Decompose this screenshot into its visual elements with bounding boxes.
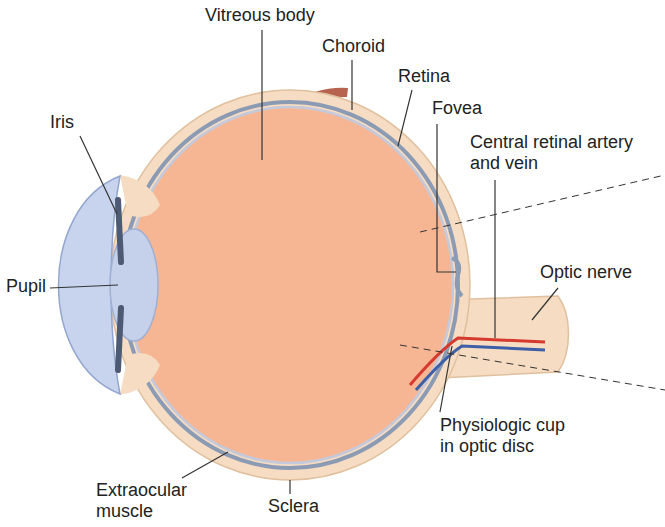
retinal-artery	[410, 338, 545, 385]
part-label: Sclera	[268, 496, 319, 517]
iris-shape	[118, 200, 121, 262]
part-label: Retina	[398, 66, 450, 87]
leader-line	[494, 180, 495, 338]
leader-line	[437, 124, 456, 272]
leader-line	[289, 480, 290, 494]
leader-line	[440, 346, 452, 412]
visual-axis-line	[400, 345, 665, 390]
sclera-shape	[110, 90, 470, 480]
part-label: Iris	[50, 112, 74, 133]
leader-line	[50, 285, 118, 288]
part-label: Choroid	[322, 36, 385, 57]
part-label: Physiologic cup in optic disc	[440, 415, 580, 456]
part-label: Extraocular muscle	[96, 480, 216, 521]
visual-axis-line	[420, 175, 665, 232]
vitreous-body-shape	[126, 106, 454, 464]
iris-shape	[118, 308, 121, 370]
ciliary-body-shape	[120, 353, 160, 395]
retina-layer	[127, 107, 453, 463]
part-label: Central retinal artery and vein	[470, 132, 640, 173]
leader-line	[398, 90, 412, 146]
leader-line	[261, 30, 262, 160]
leader-line	[182, 452, 228, 478]
leader-line	[80, 136, 117, 214]
part-label: Optic nerve	[540, 262, 632, 283]
leader-line	[532, 288, 558, 320]
part-label: Fovea	[432, 98, 482, 119]
ciliary-body-shape	[120, 175, 160, 217]
part-label: Pupil	[6, 276, 46, 297]
choroid-layer	[122, 102, 458, 468]
part-label: Vitreous body	[205, 5, 315, 26]
leader-line	[351, 60, 352, 110]
fovea-shape	[452, 258, 462, 296]
retinal-vein	[416, 346, 545, 390]
